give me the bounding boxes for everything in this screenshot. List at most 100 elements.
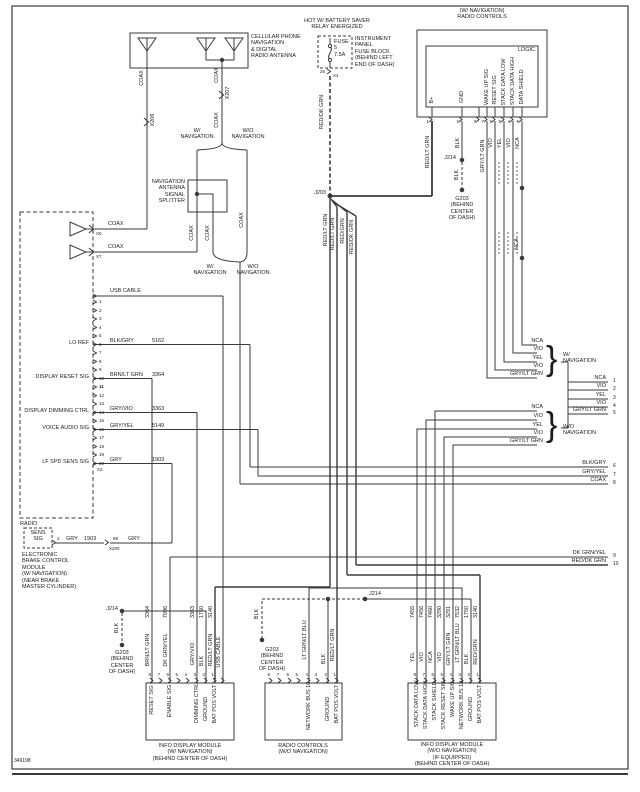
m1-wire-gry-vio: GRY/VIO — [189, 642, 196, 666]
rcn-pin-wake-up-sig: WAKE UP SIG — [483, 68, 490, 106]
grp-wnav-yel: YEL — [532, 355, 543, 361]
radio-pin-6: 6 — [99, 342, 102, 347]
m1-num-5: 5 — [175, 672, 178, 677]
rcn-wire-yel: YEL — [496, 137, 503, 149]
coax-splitter-right-label: COAX — [204, 225, 211, 241]
m3-pin-bat-pos-volt: BAT POS VOLT — [476, 684, 483, 724]
m2-blk: BLK — [253, 608, 260, 620]
m1-num-7: 7 — [157, 672, 160, 677]
coax-runs — [93, 68, 248, 252]
stub-num-3: 3 — [613, 395, 616, 401]
stub-num-7: 7 — [613, 472, 616, 478]
ebcm-connector-x200: X200 — [109, 546, 120, 551]
radio-ckt-1903: 1903 — [152, 457, 165, 463]
radio-sig-display-dimming: DISPLAY DIMMING CTRL — [24, 408, 89, 414]
connector-x206: X206 — [149, 113, 156, 127]
radio-pin-5: 5 — [99, 333, 102, 338]
radio-pin-18: 18 — [99, 444, 105, 449]
m2-g203: G203 (BEHIND CENTER OF DASH) — [258, 647, 286, 673]
grp-wonav-yel: YEL — [532, 422, 543, 428]
ebcm-wire-gry-b: GRY — [128, 536, 140, 542]
page-frame — [11, 5, 629, 775]
rcn-num-4: 4 — [507, 119, 510, 124]
m2-wire-red-lt-grn: RED/LT GRN — [329, 628, 336, 662]
m2-j214: J214 — [369, 591, 381, 597]
m3-ckt-3140: 3140 — [472, 605, 479, 619]
splitter-caption: NAVIGATION ANTENNA SIGNAL SPLITTER — [151, 179, 185, 205]
m1-j214: J214 — [106, 606, 118, 612]
m1-num-8: 8 — [148, 672, 151, 677]
m1-ckt-1750: 1750 — [198, 605, 205, 619]
m3-num-1: 1 — [476, 672, 479, 677]
stub-2-vio: VIO — [596, 383, 606, 389]
m3-wire-lt-grn-lt-blu: LT GRN/LT BLU — [454, 623, 461, 663]
stub-9-dk-grn-yel: DK GRN/YEL — [572, 550, 606, 556]
radio-ckt-5162: 5162 — [152, 338, 165, 344]
rcn-wire-nca: NCA — [514, 137, 521, 149]
radio-box — [19, 211, 98, 519]
grp-wnav-brace: } — [546, 340, 558, 378]
m3-pin-network-bus: NETWORK BUS 10 — [458, 680, 465, 730]
coax-left-label: COAX — [138, 70, 145, 86]
rcn-pin-gnd: GND — [458, 90, 465, 104]
m3-pin-ground: GROUND — [467, 696, 474, 722]
m1-g203: G203 (BEHIND CENTER OF DASH) — [108, 650, 136, 676]
m3-wire-red-grn: RED/GRN — [472, 639, 479, 665]
radio-caption: RADIO — [20, 521, 38, 527]
grp-wonav-caption: W/O NAVIGATION — [563, 424, 597, 437]
radio-pin-1: 1 — [99, 299, 102, 304]
right-connector-groups — [169, 361, 608, 683]
grp-wonav-vio-2: VIO — [533, 430, 543, 436]
m1-ckt-3140: 3140 — [207, 605, 214, 619]
fuse-label: FUSE 5 7.5A — [334, 39, 349, 58]
m3-wire-vio-2: VIO — [436, 652, 443, 662]
stub-num-1: 1 — [613, 378, 616, 384]
coax-x5-line-label: COAX — [108, 221, 124, 227]
radio-pin-15: 15 — [99, 418, 105, 423]
hot-caption: HOT W/ BATTERY SAVER RELAY ENERGIZED — [304, 18, 370, 31]
stub-1-nca: NCA — [594, 375, 606, 381]
rcn-g203: G203 (BEHIND CENTER OF DASH) — [448, 196, 476, 222]
rcn-pin-reset-sig: RESET SIG — [491, 75, 498, 105]
connector-x7: X7 — [96, 254, 102, 259]
m2-caption: RADIO CONTROLS (W/O NAVIGATION) — [278, 743, 328, 756]
m3-ckt-7532: 7532 — [454, 605, 461, 619]
m3-ckt-7460: 7460 — [427, 605, 434, 619]
m1-caption: INFO DISPLAY MODULE (W/ NAVIGATION) (BEH… — [152, 743, 228, 762]
rcn-logic-label: LOGIC — [517, 47, 535, 53]
m1-pin-reset-sig: RESET SIG — [148, 685, 155, 715]
coax-center-upper-label: COAX — [213, 67, 220, 83]
fan-red-dk-grn: RED/DK GRN — [348, 219, 355, 255]
wire-red-dk-grn-feed: RED/DK GRN — [318, 94, 325, 130]
grp-wonav-vio-1: VIO — [533, 413, 543, 419]
grp-wnav-nca: NCA — [531, 338, 543, 344]
m1-num-1: 1 — [211, 672, 214, 677]
stub-8-coax: COAX — [590, 477, 606, 483]
fan-red-lt-grn-a: RED/LT GRN — [322, 213, 329, 247]
radio-controls-nav-box — [416, 29, 548, 123]
wo-nav-split-label: W/O NAVIGATION — [231, 128, 265, 141]
rcn-shield-nca: NCA — [513, 238, 520, 250]
grp-wonav-brace: } — [546, 406, 558, 444]
grp-wonav-nca: NCA — [531, 404, 543, 410]
ebcm-wire-gry-a: GRY — [66, 536, 78, 542]
ebcm-pin-88: 88 — [113, 536, 119, 541]
bottom-module-boxes — [145, 677, 497, 741]
rcn-num-8: 8 — [489, 119, 492, 124]
coax-bypass-label: COAX — [238, 212, 245, 228]
antenna-splitter — [93, 179, 248, 484]
radio-pin-20: 20 — [99, 461, 105, 466]
radio-sig-lo-ref: LO REF — [69, 340, 89, 346]
rcn-j214: J214 — [444, 155, 456, 161]
coax-center-lower-label: COAX — [213, 112, 220, 128]
ground-busses — [119, 587, 472, 683]
stub-num-6: 6 — [613, 463, 616, 469]
radio-ckt-5149: 5149 — [152, 423, 165, 429]
radio-sig-display-reset: DISPLAY RESET SIG — [35, 374, 90, 380]
m3-pin-stack-data-high: STACK DATA HIGH — [422, 680, 429, 730]
radio-pin-7: 7 — [99, 350, 102, 355]
m2-wire-blk: BLK — [320, 653, 327, 665]
m2-num-4: 4 — [305, 672, 308, 677]
fan-red-grn: RED/GRN — [339, 218, 346, 244]
